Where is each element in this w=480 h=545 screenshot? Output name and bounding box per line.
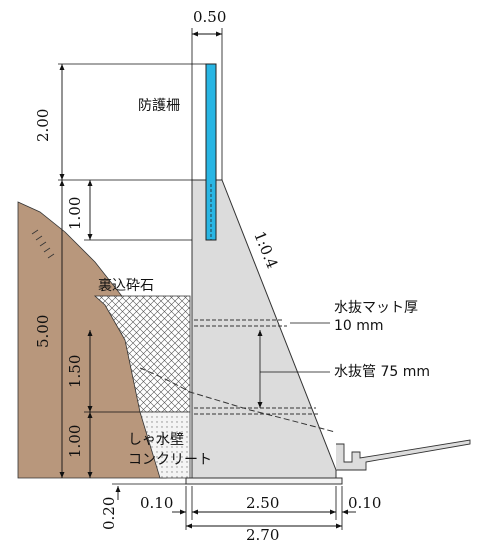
drain-pipe-label: 水抜管 75 mm [334,364,430,380]
backfill-label: 裏込砕石 [98,277,154,294]
dim-fence-height [58,63,206,181]
drain-mat-label-1: 水抜マット厚 [334,300,418,316]
drain-pipe-leader [257,330,330,408]
total-base-label: 2.70 [246,526,279,544]
cutoff-wall-label-1: しゃ水壁 [128,432,184,448]
top-width-label: 0.50 [193,8,226,26]
footing-label: 0.20 [100,497,118,530]
road-gutter [336,439,471,471]
footing-base [185,477,343,485]
right-offset-label: 0.10 [348,494,381,512]
dim-upper-wall [84,180,192,241]
base-width-label: 2.50 [246,494,279,512]
guard-fence-post [205,63,217,241]
dim-mid-section [84,330,140,413]
cutoff-wall-label-2: コンクリート [128,452,212,468]
total-height-label: 5.00 [34,315,52,348]
drain-mat-label-2: 10 mm [334,318,384,334]
lower-section-label: 1.00 [66,425,84,458]
mid-section-label: 1.50 [66,355,84,388]
dim-footing [112,483,186,500]
dim-lower-section [87,412,93,478]
fence-label: 防護柵 [138,98,180,114]
upper-wall-label: 1.00 [66,197,84,230]
drain-pipe [139,367,336,433]
ground-surface-hatch [31,229,55,259]
fence-height-label: 2.00 [34,109,52,142]
dim-total-height [59,180,65,478]
dim-bottom [172,486,356,530]
dim-top-width [191,28,223,180]
left-offset-label: 0.10 [140,494,173,512]
